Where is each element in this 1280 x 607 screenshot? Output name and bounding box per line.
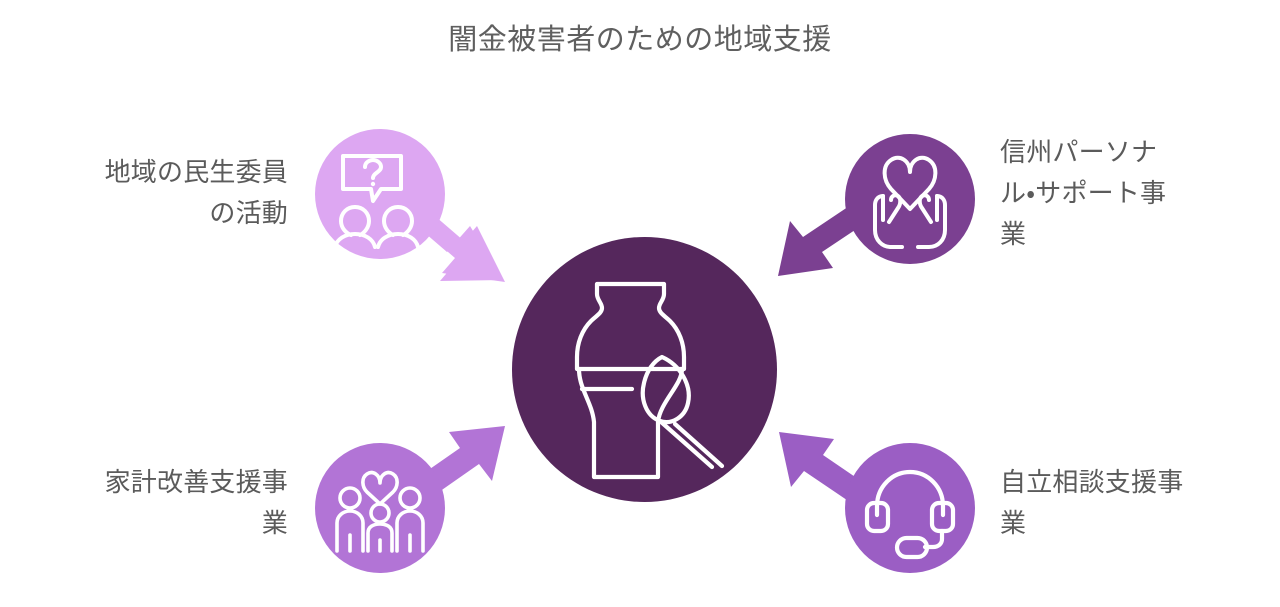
top-left-circle xyxy=(315,129,445,259)
label-bottom-right-line1: 自立相談支援事 xyxy=(1000,467,1184,497)
bottom-left-circle-fill xyxy=(315,443,445,573)
label-bottom-left-line1: 家計改善支援事 xyxy=(104,467,288,497)
label-top-left: 地域の民生委員 の活動 xyxy=(10,152,288,234)
node-bottom-right[interactable] xyxy=(845,443,975,573)
label-top-right-line2: ル・サポート事 xyxy=(1000,178,1167,208)
family-heart-icon xyxy=(335,470,425,553)
label-bottom-left: 家計改善支援事 業 xyxy=(10,462,288,544)
page-title: 闇金被害者のための地域支援 xyxy=(448,24,832,56)
label-top-right: 信州パーソナ ル・サポート事 業 xyxy=(1000,132,1272,255)
top-right-circle xyxy=(845,134,975,264)
label-bottom-left-line2: 業 xyxy=(261,508,288,538)
label-bottom-right: 自立相談支援事 業 xyxy=(1000,462,1272,544)
hands-holding-heart-icon xyxy=(873,155,947,249)
label-top-left-line2: の活動 xyxy=(209,198,288,228)
headset-support-icon xyxy=(864,469,956,560)
node-bottom-left[interactable] xyxy=(315,443,445,573)
label-bottom-right-line2: 業 xyxy=(1000,508,1027,538)
node-top-right[interactable] xyxy=(845,134,975,264)
people-question-speech-bubble-icon xyxy=(333,154,420,249)
node-top-left[interactable] xyxy=(315,129,445,259)
center-node[interactable] xyxy=(512,237,777,502)
label-top-right-line3: 業 xyxy=(1000,219,1027,249)
label-top-right-line1: 信州パーソナ xyxy=(1000,137,1158,167)
label-top-left-line1: 地域の民生委員 xyxy=(104,157,288,187)
center-circle xyxy=(512,237,777,502)
bottom-right-circle-fill xyxy=(845,443,975,573)
bottom-right-circle xyxy=(845,443,975,573)
vase-pottery-brush-icon xyxy=(574,281,725,480)
bottom-left-circle xyxy=(315,443,445,573)
top-right-circle-fill xyxy=(845,134,975,264)
